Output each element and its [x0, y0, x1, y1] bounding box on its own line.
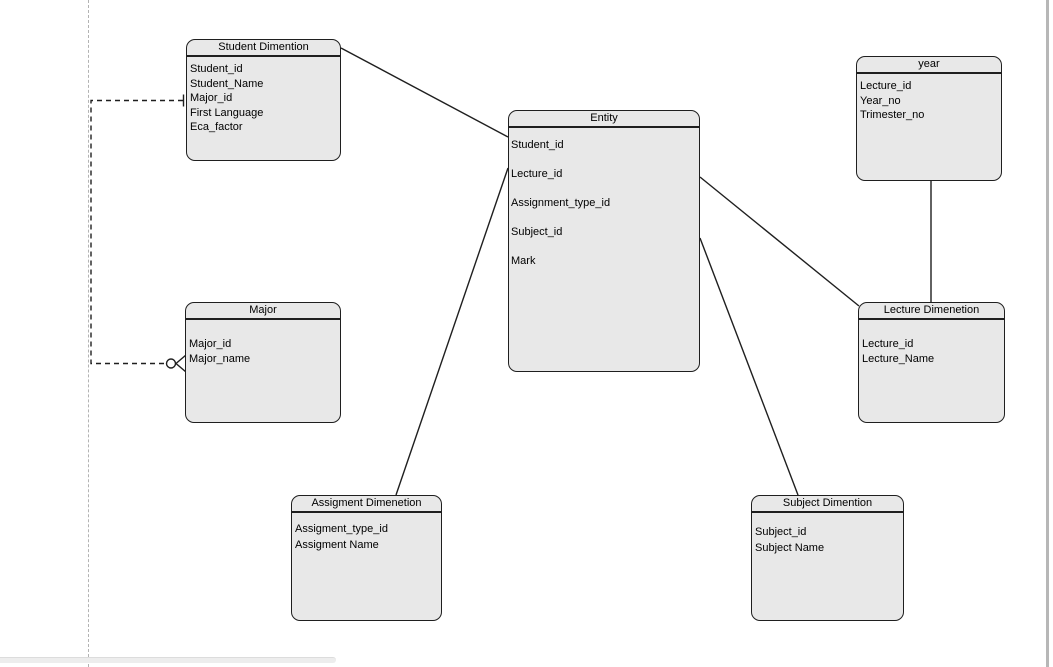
- field-row: Year_no: [860, 94, 901, 107]
- entity-box-student-dimention[interactable]: Student Dimention Student_id Student_Nam…: [186, 39, 341, 161]
- entity-title: Lecture Dimenetion: [859, 303, 1004, 320]
- field-row: Assignment_type_id: [511, 197, 611, 209]
- edge-entity-to-assigment[interactable]: [395, 167, 509, 496]
- field-row: Mark: [511, 255, 536, 267]
- edge-entity-to-lecture[interactable]: [699, 176, 860, 307]
- field-row: Lecture_id: [511, 168, 563, 180]
- edge-entity-to-subject[interactable]: [699, 237, 799, 496]
- field-row: Trimester_no: [860, 109, 925, 121]
- field-list: Lecture_id Lecture_Name: [859, 320, 1004, 366]
- field-list: Subject_id Subject Name: [752, 513, 903, 556]
- field-row: Lecture_id: [862, 338, 914, 350]
- entity-title: Major: [186, 303, 340, 320]
- entity-box-subject-dimention[interactable]: Subject Dimention Subject_id Subject Nam…: [751, 495, 904, 621]
- field-row: Student_id: [190, 63, 243, 75]
- edge-student-to-entity[interactable]: [340, 47, 509, 138]
- field-row: Subject Name: [755, 541, 825, 554]
- field-row: Major_id: [189, 338, 232, 350]
- field-list: Lecture_id Year_no Trimester_no: [857, 74, 1001, 123]
- entity-box-year[interactable]: year Lecture_id Year_no Trimester_no: [856, 56, 1002, 181]
- cardinality-zero-circle: [165, 358, 177, 369]
- field-row: Student_Name: [190, 77, 264, 90]
- field-list: Student_id Lecture_id Assignment_type_id…: [509, 128, 699, 276]
- field-row: Major_id: [190, 92, 233, 104]
- field-row: Subject_id: [511, 226, 563, 238]
- field-row: Eca_factor: [190, 121, 243, 133]
- entity-title: Student Dimention: [187, 40, 340, 57]
- page-boundary-guide-vertical: [88, 0, 89, 667]
- field-list: Major_id Major_name: [186, 320, 340, 366]
- field-row: Assigment Name: [295, 539, 379, 551]
- field-list: Assigment_type_id Assigment Name: [292, 513, 441, 553]
- edge-student-to-major-dashed[interactable]: [90, 99, 183, 365]
- field-row: Subject_id: [755, 526, 807, 538]
- entity-box-assigment-dimenetion[interactable]: Assigment Dimenetion Assigment_type_id A…: [291, 495, 442, 621]
- field-row: Student_id: [511, 139, 564, 151]
- entity-title: Assigment Dimenetion: [292, 496, 441, 513]
- field-list: Student_id Student_Name Major_id First L…: [187, 57, 340, 135]
- entity-title: Entity: [509, 111, 699, 128]
- entity-title: Subject Dimention: [752, 496, 903, 513]
- field-row: First Language: [190, 106, 264, 119]
- page-boundary-bottom-edge: [0, 657, 336, 663]
- field-row: Lecture_Name: [862, 352, 935, 365]
- field-row: Lecture_id: [860, 80, 912, 92]
- field-row: Assigment_type_id: [295, 523, 388, 535]
- window-right-edge: [1046, 0, 1049, 667]
- cardinality-crow-foot: [174, 354, 187, 373]
- field-row: Major_name: [189, 352, 251, 365]
- entity-box-lecture-dimenetion[interactable]: Lecture Dimenetion Lecture_id Lecture_Na…: [858, 302, 1005, 423]
- entity-box-major[interactable]: Major Major_id Major_name: [185, 302, 341, 423]
- entity-title: year: [857, 57, 1001, 74]
- entity-box-entity[interactable]: Entity Student_id Lecture_id Assignment_…: [508, 110, 700, 372]
